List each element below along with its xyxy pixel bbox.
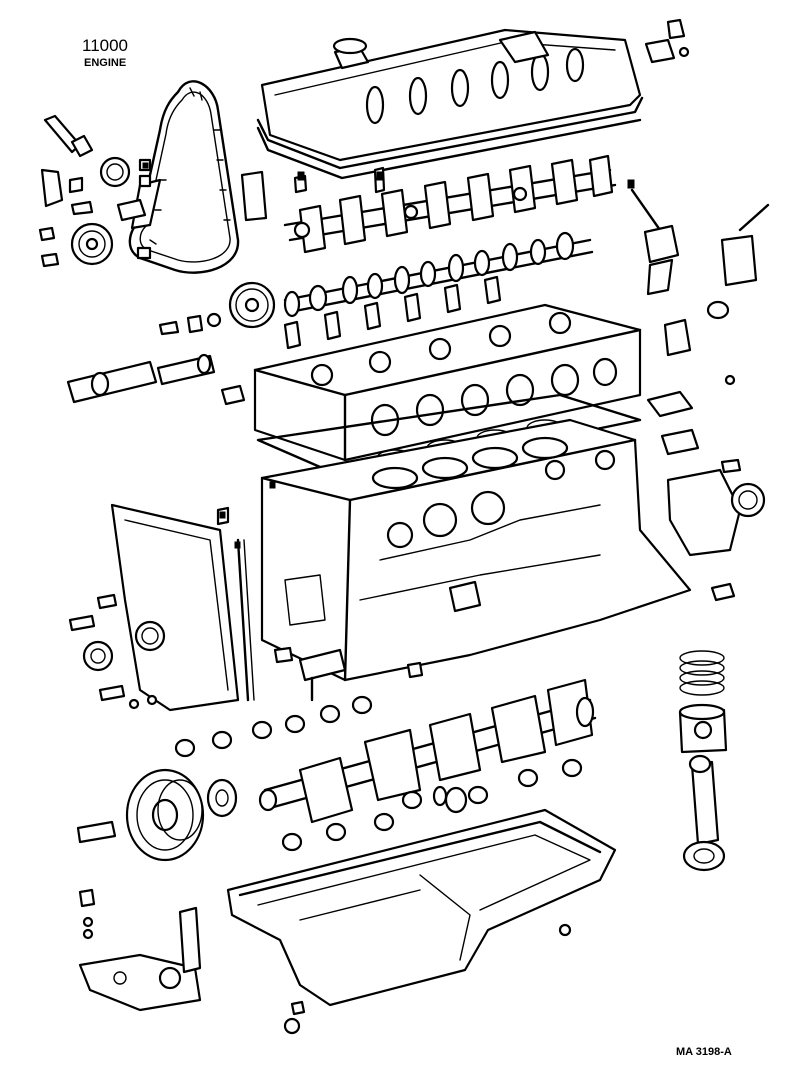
dowel-pins [142,162,635,549]
drive-shaft [66,353,246,406]
front-oil-seal [82,640,114,672]
gaskets-right [646,374,736,456]
piston [678,703,728,754]
reference-number: MA 3198-A [676,1046,732,1058]
oil-pan-drain-plug [283,1000,306,1035]
connecting-rod [682,754,726,872]
piston-rings [679,650,725,696]
pulley-bolt [76,820,117,844]
small-fasteners-top-left [38,158,222,336]
spark-plug [43,114,94,158]
camshaft [283,231,594,318]
valve-spring-assembly [630,188,770,357]
cylinder-block [260,418,692,682]
diagram-code: 11000 [82,36,129,55]
chain-damper [116,170,268,230]
valve-lifters [283,275,502,350]
timing-cover-bolts [68,593,424,710]
timing-chain-cover [110,503,255,712]
crankshaft-sprocket [206,778,238,818]
oil-pump-assembly [78,906,202,1012]
valve-cover [256,28,644,180]
main-bearings-upper [174,695,373,758]
diagram-subtitle: ENGINE [84,57,127,69]
timing-chain [128,80,240,274]
rear-oil-seal-retainer [666,458,766,602]
camshaft-sprocket [228,281,276,329]
main-bearings-lower [281,758,583,852]
timing-sprockets [70,156,131,266]
oil-strainer [298,648,347,702]
crankshaft-pulley [125,768,205,862]
rocker-arm-assembly [283,154,617,254]
cover-nuts [644,18,690,64]
oil-pan [226,808,617,1007]
crankshaft [258,678,597,824]
oil-pump-fasteners [78,888,572,940]
